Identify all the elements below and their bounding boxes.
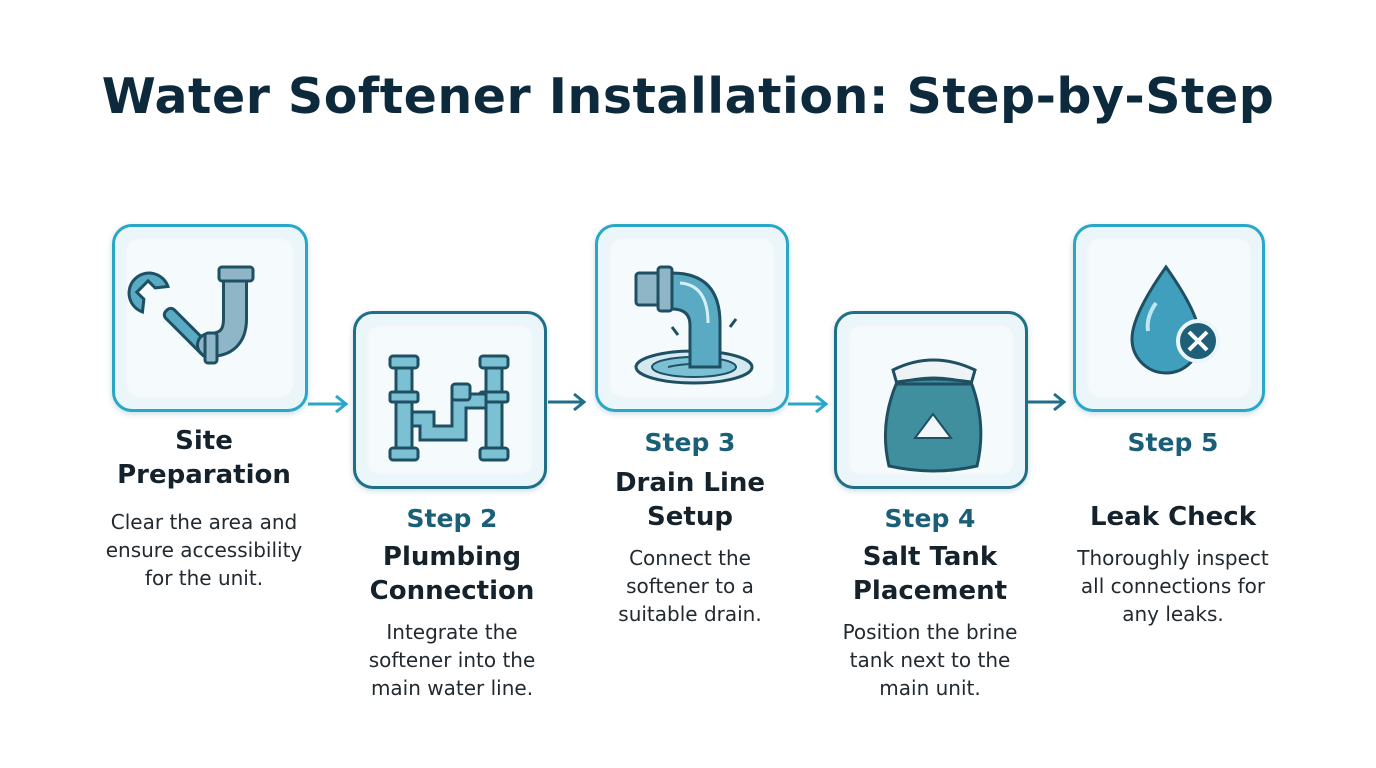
step-1-card (112, 224, 308, 412)
step-2-heading-line1: Plumbing (382, 542, 522, 572)
step-3-label: Step 3 (644, 428, 736, 457)
drain-pipe-icon (634, 265, 754, 385)
step-1-heading-line1: Site (175, 426, 233, 456)
step-4-label: Step 4 (884, 504, 976, 533)
step-3-heading-line2: Setup (647, 502, 733, 532)
step-1-desc-line1: Clear the area and (110, 510, 298, 534)
step-4-card (834, 311, 1028, 489)
step-5-label: Step 5 (1127, 428, 1219, 457)
step-4-heading-line1: Salt Tank (862, 542, 998, 572)
water-drop-x-icon (1130, 264, 1220, 375)
step-1-heading-line2: Preparation (117, 460, 291, 490)
step-5-card (1073, 224, 1265, 412)
step-1-desc-line2: ensure accessibility (105, 538, 303, 562)
step-2-heading: Plumbing Connection (332, 540, 572, 608)
step-5-heading: Leak Check (1053, 500, 1293, 534)
step-2-desc-line3: main water line. (370, 676, 534, 700)
step-1-heading: Site Preparation (84, 424, 324, 492)
step-3-desc-line3: suitable drain. (618, 602, 762, 626)
arrow-3-icon (788, 394, 829, 414)
step-3-heading-line1: Drain Line (614, 468, 766, 498)
pipe-bypass-icon (388, 354, 510, 462)
step-4-desc-line1: Position the brine (842, 620, 1018, 644)
step-5-description: Thoroughly inspect all connections for a… (1053, 544, 1293, 628)
step-2-heading-line2: Connection (369, 576, 535, 606)
salt-bag-icon (883, 358, 983, 473)
step-2-label: Step 2 (406, 504, 498, 533)
step-3-description: Connect the softener to a suitable drain… (570, 544, 810, 628)
arrow-4-icon (1028, 392, 1067, 412)
step-5-heading-line1: Leak Check (1089, 502, 1257, 532)
wrench-and-pipe-icon (127, 265, 255, 365)
step-1-description: Clear the area and ensure accessibility … (84, 508, 324, 592)
step-5-desc-line2: all connections for (1080, 574, 1266, 598)
step-2-card (353, 311, 547, 489)
step-4-heading: Salt Tank Placement (810, 540, 1050, 608)
step-2-desc-line1: Integrate the (386, 620, 518, 644)
step-5-desc-line3: any leaks. (1122, 602, 1224, 626)
step-3-heading: Drain Line Setup (570, 466, 810, 534)
step-3-card (595, 224, 789, 412)
step-4-description: Position the brine tank next to the main… (810, 618, 1050, 702)
arrow-2-icon (548, 392, 587, 412)
step-2-desc-line2: softener into the (368, 648, 536, 672)
step-3-desc-line2: softener to a (626, 574, 754, 598)
step-4-desc-line3: main unit. (879, 676, 981, 700)
arrow-1-icon (308, 394, 349, 414)
step-5-desc-line1: Thoroughly inspect (1077, 546, 1269, 570)
step-3-desc-line1: Connect the (629, 546, 751, 570)
step-1-desc-line3: for the unit. (144, 566, 264, 590)
step-4-desc-line2: tank next to the (849, 648, 1011, 672)
page-title: Water Softener Installation: Step-by-Ste… (101, 68, 1275, 125)
step-4-heading-line2: Placement (852, 576, 1008, 606)
step-2-description: Integrate the softener into the main wat… (332, 618, 572, 702)
